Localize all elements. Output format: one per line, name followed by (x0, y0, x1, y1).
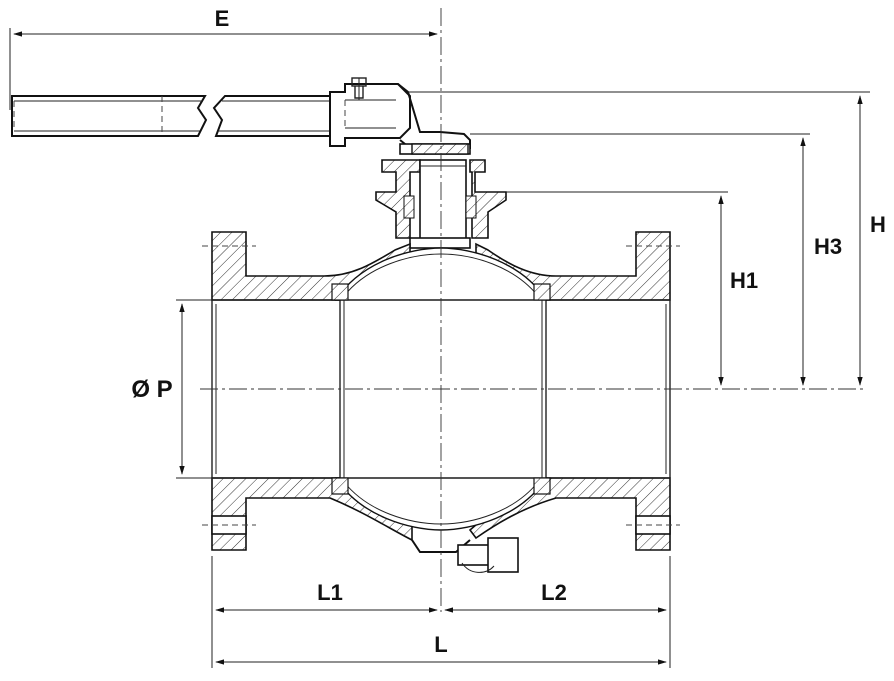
center-lines (200, 8, 866, 612)
dimension-labels: E H H3 H1 Ø P L1 L2 L (131, 6, 886, 657)
label-e: E (215, 6, 230, 31)
label-l: L (434, 632, 447, 657)
label-h3: H3 (814, 234, 842, 259)
label-h: H (870, 212, 886, 237)
lever-handle (11, 77, 471, 155)
label-l2: L2 (541, 580, 567, 605)
label-l1: L1 (317, 580, 343, 605)
label-p: Ø P (131, 376, 172, 403)
label-h1: H1 (730, 268, 758, 293)
dimension-lines (9, 28, 870, 668)
